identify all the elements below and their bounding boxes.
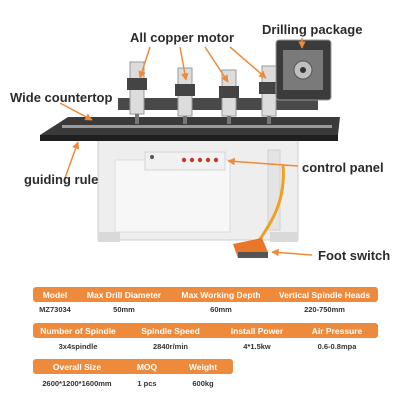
spec-header-row-1: Model Max Drill Diameter Max Working Dep… <box>33 287 378 302</box>
machine-scene <box>40 38 340 258</box>
spec-value: 50mm <box>113 305 135 314</box>
spec-header: Air Pressure <box>311 325 363 336</box>
label-guiding-rule: guiding rule <box>24 172 99 187</box>
spec-value: 2840r/min <box>152 342 189 351</box>
spec-value: 1 pcs <box>137 379 157 388</box>
spec-value-row-1: MZ73034 50mm 60mm 220-750mm <box>33 303 378 316</box>
specs-table: Model Max Drill Diameter Max Working Dep… <box>0 287 400 400</box>
spec-header: Spindle Speed <box>141 325 200 336</box>
spec-value: 4*1.5kw <box>243 342 271 351</box>
label-wide-countertop: Wide countertop <box>10 90 113 105</box>
spec-header: Model <box>42 289 68 300</box>
foot-switch-pedal <box>233 164 285 258</box>
spec-value: MZ73034 <box>39 305 71 314</box>
spec-value-row-3: 2600*1200*1600mm 1 pcs 600kg <box>33 377 233 390</box>
spec-header-row-2: Number of Spindle Spindle Speed Install … <box>33 323 378 338</box>
label-all-copper-motor: All copper motor <box>130 30 235 45</box>
drilling-package-inset <box>275 39 332 101</box>
spec-header: Number of Spindle <box>40 325 116 336</box>
spec-value-row-2: 3x4spindle 2840r/min 4*1.5kw 0.6-0.8mpa <box>33 340 378 353</box>
spec-header-row-3: Overall Size MOQ Weight <box>33 359 233 374</box>
spec-header: MOQ <box>136 361 158 372</box>
control-panel-buttons <box>144 151 226 171</box>
spec-header: Max Working Depth <box>181 289 261 300</box>
spec-value: 0.6-0.8mpa <box>317 342 357 351</box>
label-control-panel: control panel <box>302 160 384 175</box>
label-foot-switch: Foot switch <box>318 248 391 263</box>
spec-header: Weight <box>188 361 218 372</box>
spec-value: 3x4spindle <box>58 342 98 351</box>
spec-header: Max Drill Diameter <box>86 289 162 300</box>
spec-header: Overall Size <box>52 361 102 372</box>
spec-header: Vertical Spindle Heads <box>278 289 371 300</box>
spec-header: Install Power <box>230 325 284 336</box>
callout-arrows <box>59 38 313 257</box>
spec-value: 60mm <box>210 305 232 314</box>
spec-value: 2600*1200*1600mm <box>42 379 112 388</box>
spec-value: 600kg <box>192 379 214 388</box>
spec-value: 220-750mm <box>304 305 345 314</box>
table-top <box>40 117 340 141</box>
label-drilling-package: Drilling package <box>262 22 363 37</box>
